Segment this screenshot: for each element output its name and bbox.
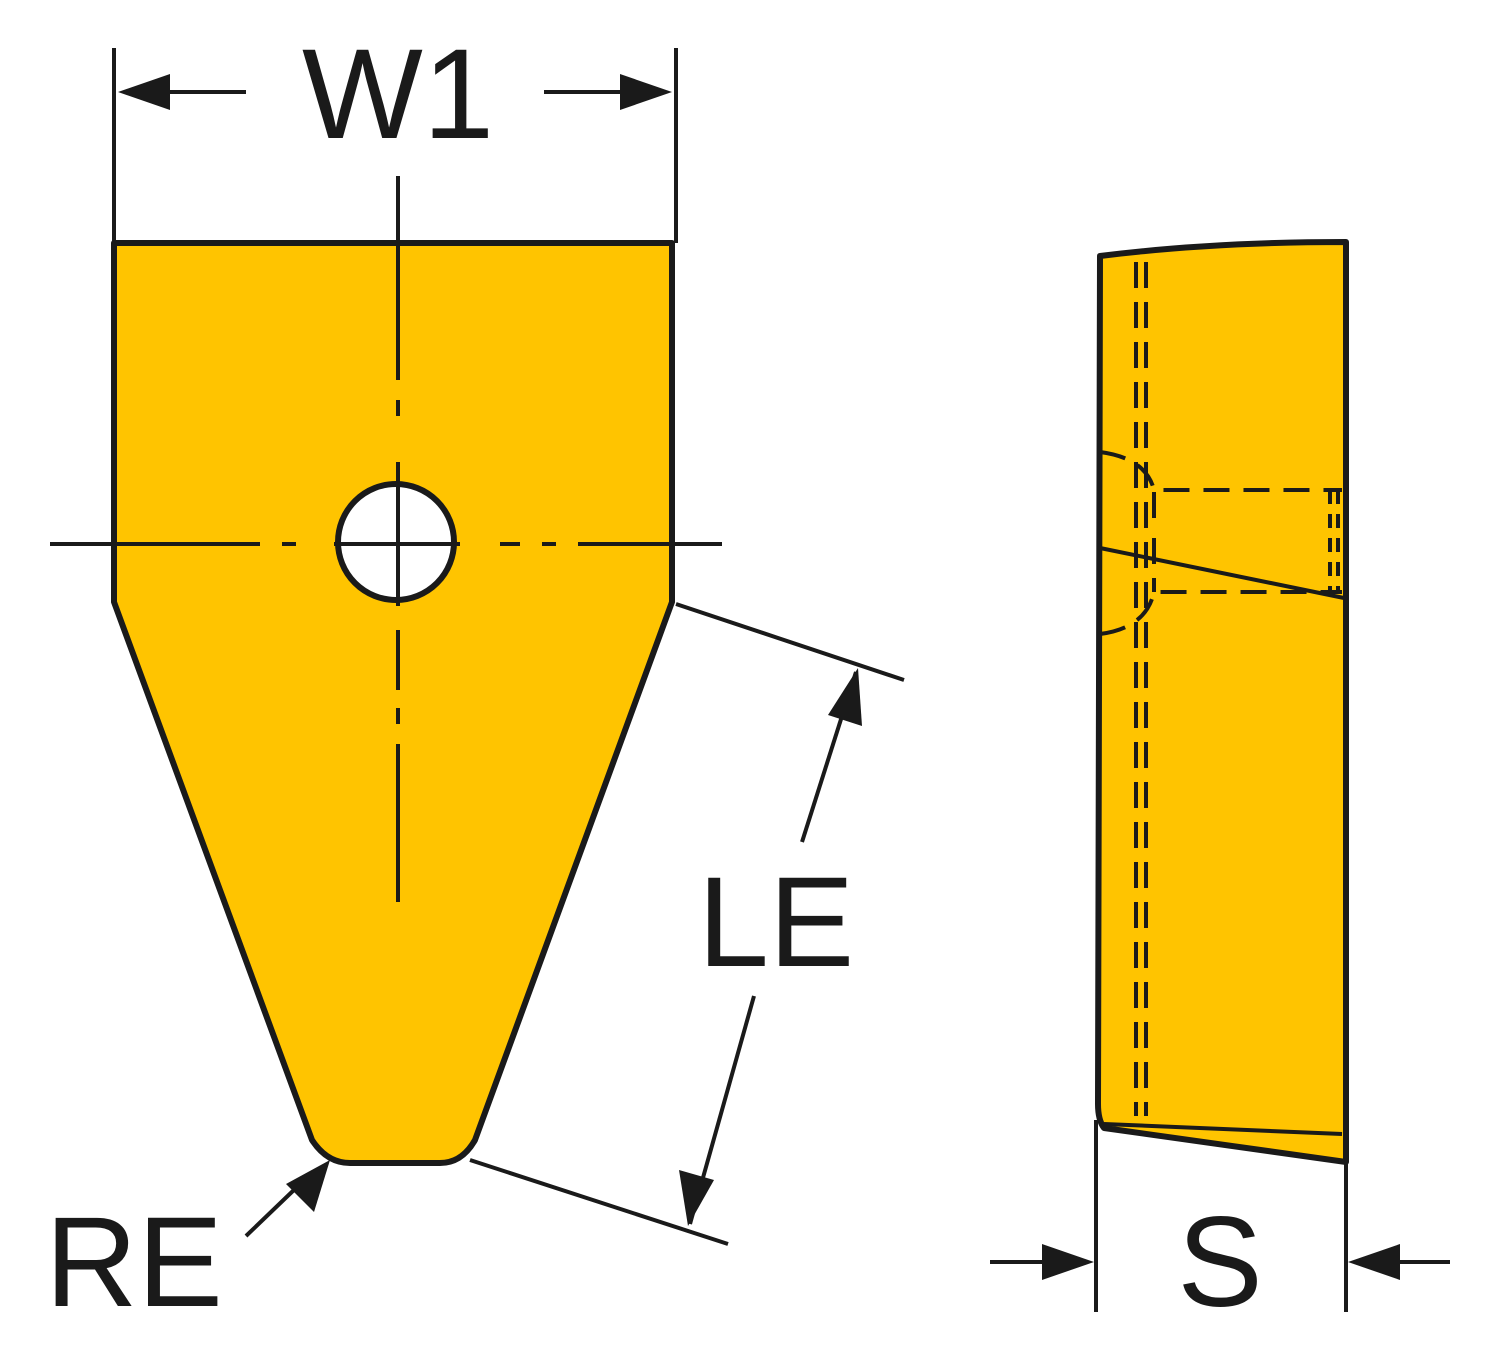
re-arrow — [286, 1160, 330, 1212]
front-view: W1 LE RE — [45, 23, 905, 1334]
s-label: S — [1177, 1191, 1262, 1334]
le-extension-top — [675, 602, 905, 682]
insert-body-front — [111, 240, 675, 1166]
le-extension-bottom — [469, 1158, 729, 1246]
side-section-line — [1099, 546, 1345, 600]
le-arrow-bottom — [679, 1170, 714, 1226]
side-bottom-chamfer-line — [1103, 1122, 1343, 1136]
s-arrow-left — [1042, 1244, 1094, 1280]
le-arrow-top — [828, 668, 862, 726]
side-hole-hidden-top — [1099, 450, 1342, 492]
w1-arrow-right — [620, 74, 672, 110]
re-leader-line — [244, 1186, 298, 1238]
re-label: RE — [45, 1191, 223, 1334]
s-arrow-right — [1348, 1244, 1400, 1280]
w1-label: W1 — [302, 23, 494, 166]
side-hole-hidden-bottom — [1099, 590, 1342, 636]
insert-body-side — [1095, 239, 1349, 1165]
le-label: LE — [698, 851, 855, 994]
side-view: S — [990, 239, 1450, 1334]
w1-arrow-left — [118, 74, 170, 110]
